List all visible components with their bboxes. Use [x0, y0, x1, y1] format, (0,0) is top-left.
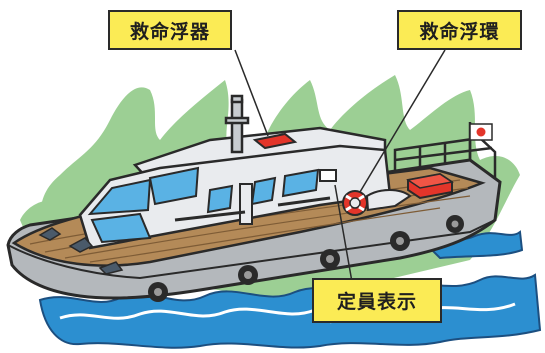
life-raft-label: 救命浮器 — [108, 10, 232, 50]
mast — [224, 94, 250, 154]
label-pointers — [234, 49, 446, 283]
life-ring-label: 救命浮環 — [397, 10, 522, 50]
stern-life-raft-icon — [406, 172, 454, 200]
japan-flag-icon — [468, 122, 493, 160]
life-raft-icon — [252, 132, 298, 150]
capacity-sign-plate — [319, 169, 337, 182]
capacity-sign-label: 定員表示 — [312, 278, 442, 323]
deck-items — [38, 227, 124, 275]
life-ring-icon — [342, 189, 412, 216]
hull-fenders — [148, 215, 464, 302]
boat-cabin — [78, 126, 392, 250]
